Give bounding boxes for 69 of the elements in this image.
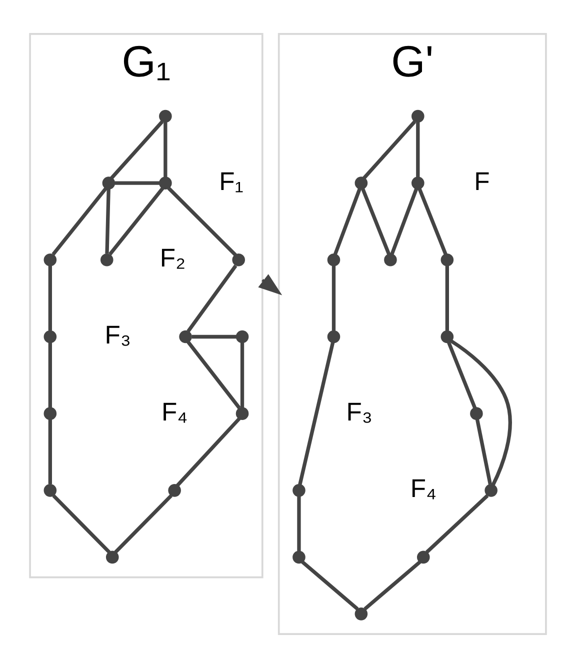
connector <box>167 186 237 256</box>
label: F₄ <box>410 475 436 504</box>
node-circle <box>236 407 249 420</box>
node-circle <box>412 110 424 123</box>
node-circle <box>159 176 172 190</box>
connector <box>176 417 241 487</box>
node-circle <box>44 407 57 420</box>
node-circle <box>440 330 454 344</box>
node-circle <box>470 407 483 420</box>
connector <box>416 122 420 177</box>
node-circle <box>44 484 57 497</box>
connector <box>301 560 359 610</box>
node-circle <box>102 176 116 190</box>
label: F₁ <box>219 168 244 196</box>
connector <box>364 560 422 610</box>
connector <box>475 418 492 485</box>
label: F <box>474 168 490 196</box>
connector <box>297 496 301 552</box>
node-circle <box>412 176 424 190</box>
connector <box>186 340 241 410</box>
node-circle <box>327 254 340 266</box>
node-circle <box>384 254 397 266</box>
node-circle <box>168 484 181 497</box>
node-circle <box>354 608 368 620</box>
connector <box>110 120 164 180</box>
label: F₂ <box>160 244 186 273</box>
node-circle <box>236 330 249 344</box>
node-circle <box>232 254 245 266</box>
connector <box>52 494 111 554</box>
connector <box>390 188 418 256</box>
connector <box>362 120 416 180</box>
connector <box>52 186 108 256</box>
connector <box>425 494 489 554</box>
label: F₃ <box>346 398 372 426</box>
node-circle <box>354 176 368 190</box>
node-circle <box>327 330 340 344</box>
connector <box>105 188 110 254</box>
connector <box>186 264 238 332</box>
connector <box>48 419 52 484</box>
connector <box>114 181 160 185</box>
connector <box>240 342 244 408</box>
connector <box>445 266 449 331</box>
connector <box>48 342 52 408</box>
label: F₄ <box>162 398 188 426</box>
connector <box>164 122 168 177</box>
node-circle <box>440 254 454 266</box>
connector <box>447 342 477 409</box>
connector <box>418 188 448 256</box>
node-circle <box>100 254 114 266</box>
node-circle <box>44 330 57 344</box>
connector <box>332 266 336 331</box>
node-circle <box>292 550 306 564</box>
label: F₃ <box>104 322 131 350</box>
node-circle <box>44 254 57 266</box>
connector <box>108 186 164 256</box>
node-circle <box>484 484 498 497</box>
node-circle <box>416 550 430 564</box>
node-circle <box>292 484 306 497</box>
node-circle <box>159 110 172 123</box>
connector <box>192 334 237 339</box>
connector <box>298 342 335 485</box>
connector <box>361 188 391 256</box>
connector <box>333 188 362 256</box>
arrow <box>258 274 282 296</box>
connector <box>48 266 52 331</box>
connector <box>450 340 512 486</box>
node-circle <box>106 550 119 564</box>
connector <box>114 494 173 554</box>
node-circle <box>179 330 192 344</box>
